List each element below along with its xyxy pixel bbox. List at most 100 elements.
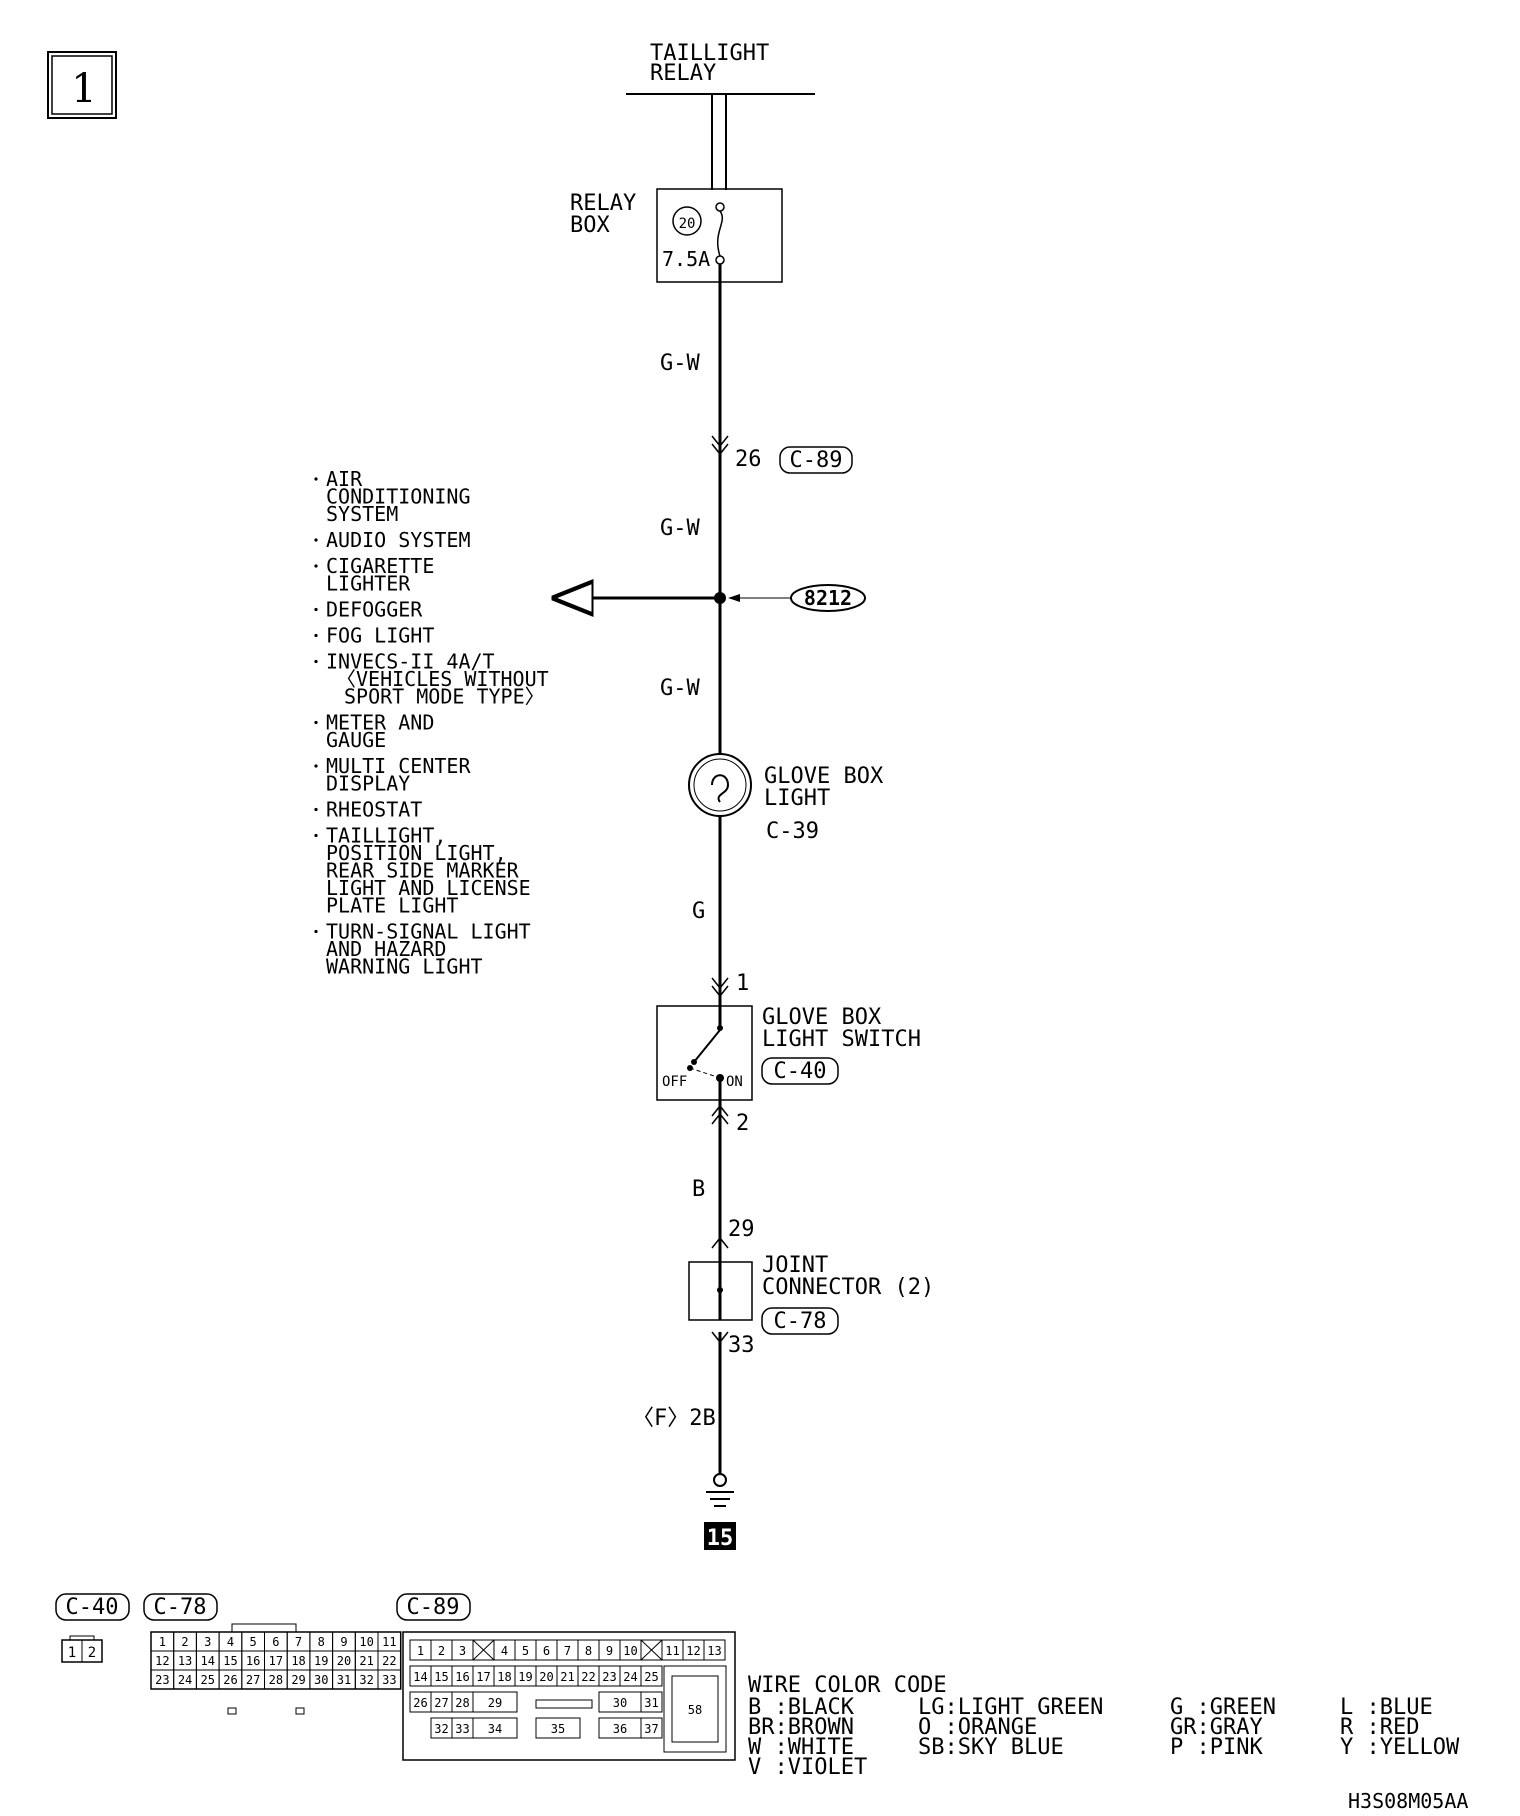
view-c-40-title: C-40: [66, 1595, 119, 1620]
switch-pin-1: 1: [736, 971, 749, 996]
bullet-icon: [314, 564, 318, 568]
pin-number: 24: [623, 1670, 637, 1684]
branch-item-line: CIGARETTE: [326, 554, 434, 578]
branch-item-line: GAUGE: [326, 728, 386, 752]
pin-number: 8: [585, 1644, 592, 1658]
pin-number: 29: [488, 1696, 502, 1710]
pin-number: 22: [382, 1654, 396, 1668]
pin-number: 14: [413, 1670, 427, 1684]
pin-number: 27: [246, 1673, 260, 1687]
branch-item-line: SPORT MODE TYPE〉: [344, 685, 545, 709]
joint-connector-label: C-78: [774, 1309, 827, 1334]
drawing-code: H3S08M05AA: [1348, 1789, 1468, 1813]
pin-number: 20: [337, 1654, 351, 1668]
joint-pin-33: 33: [728, 1333, 755, 1358]
pin-number: 13: [707, 1644, 721, 1658]
bullet-icon: [314, 833, 318, 838]
ground-point: 15: [704, 1473, 736, 1551]
switch-pin-2: 2: [736, 1111, 749, 1136]
branch-item-line: REAR SIDE MARKER: [326, 859, 520, 883]
bullet-icon: [314, 764, 318, 768]
pin-number: 35: [551, 1722, 565, 1736]
branch-item-line: MULTI CENTER: [326, 754, 471, 778]
pin-number: 27: [434, 1696, 448, 1710]
pin-number: 33: [382, 1673, 396, 1687]
pin-number: 1: [68, 1645, 76, 1661]
switch-connector: C-40: [774, 1059, 827, 1084]
pin-number: 25: [201, 1673, 215, 1687]
pin-number: 19: [314, 1654, 328, 1668]
pin-number: 32: [434, 1722, 448, 1736]
light-line1: GLOVE BOX: [764, 764, 884, 789]
wire-label-g-w-3: G-W: [660, 676, 700, 701]
color-code-entry: W :WHITE: [748, 1735, 854, 1760]
wire-label-g: G: [692, 899, 705, 924]
pin-number: 18: [291, 1654, 305, 1668]
color-code-entry: P :PINK: [1170, 1735, 1263, 1760]
pin-number: 12: [686, 1644, 700, 1658]
pin-number: 17: [476, 1670, 490, 1684]
branch-item-line: FOG LIGHT: [326, 624, 434, 648]
branch-item-line: AUDIO SYSTEM: [326, 528, 471, 552]
bullet-icon: [314, 633, 318, 638]
branch-item-line: LIGHT AND LICENSE: [326, 876, 531, 900]
pin-number: 6: [543, 1644, 550, 1658]
fuse-rating: 7.5A: [662, 247, 710, 271]
branch-item-line: POSITION LIGHT,: [326, 841, 507, 865]
color-code-entry: SB:SKY BLUE: [918, 1735, 1064, 1760]
relay-box-line1: RELAY: [570, 191, 636, 216]
connector-c-89: 26 C-89: [711, 435, 853, 474]
pin-number: 19: [518, 1670, 532, 1684]
color-code-entry: O :ORANGE: [918, 1715, 1037, 1740]
branch-item-line: CONDITIONING: [326, 485, 471, 509]
fuse-number: 20: [679, 216, 696, 232]
pin-number: 31: [337, 1673, 351, 1687]
branch-item-line: METER AND: [326, 711, 434, 735]
pin-number: 2: [88, 1645, 96, 1661]
color-code-entry: BR:BROWN: [748, 1715, 854, 1740]
pin-number: 23: [602, 1670, 616, 1684]
branch-item-line: AND HAZARD: [326, 937, 446, 961]
branch-item-line: TAILLIGHT,: [326, 824, 446, 848]
pin-number: 6: [272, 1635, 279, 1649]
branch-item-line: SYSTEM: [326, 502, 398, 526]
wire-label-f-2b: 〈F〉2B: [632, 1406, 716, 1431]
switch-line1: GLOVE BOX: [762, 1005, 882, 1030]
pin-number: 21: [560, 1670, 574, 1684]
pin-number: 1: [417, 1644, 424, 1658]
c-89-pin: 26: [735, 447, 762, 472]
pin-number: 37: [644, 1722, 658, 1736]
pin-number: 28: [269, 1673, 283, 1687]
pin-number: 3: [204, 1635, 211, 1649]
pin-number: 7: [564, 1644, 571, 1658]
pin-number: 20: [539, 1670, 553, 1684]
source-line1: TAILLIGHT: [650, 41, 769, 66]
bullet-icon: [314, 720, 318, 725]
page-number-box: 1: [47, 51, 117, 119]
switch-on: ON: [726, 1074, 743, 1090]
page-number: 1: [71, 66, 96, 112]
branch-item-line: 〈VEHICLES WITHOUT: [336, 667, 549, 691]
light-line2: LIGHT: [764, 786, 830, 811]
pin-number: 17: [269, 1654, 283, 1668]
pin-number: 9: [340, 1635, 347, 1649]
pin-number: 5: [522, 1644, 529, 1658]
light-connector: C-39: [766, 819, 819, 844]
pin-number: 58: [688, 1703, 702, 1717]
pin-number: 34: [488, 1722, 502, 1736]
joint-pin-29: 29: [728, 1217, 755, 1242]
wire-label-b: B: [692, 1177, 705, 1202]
pin-number: 30: [613, 1696, 627, 1710]
pin-number: 14: [201, 1654, 215, 1668]
branch-item-line: RHEOSTAT: [326, 798, 422, 822]
wire-label-g-w-2: G-W: [660, 516, 700, 541]
color-code-entry: LG:LIGHT GREEN: [918, 1695, 1103, 1720]
pin-number: 4: [501, 1644, 508, 1658]
color-code-entry: G :GREEN: [1170, 1695, 1276, 1720]
switch-icon: [693, 1029, 721, 1063]
relay-box-line2: BOX: [570, 213, 610, 238]
fuse-icon: [715, 202, 725, 212]
